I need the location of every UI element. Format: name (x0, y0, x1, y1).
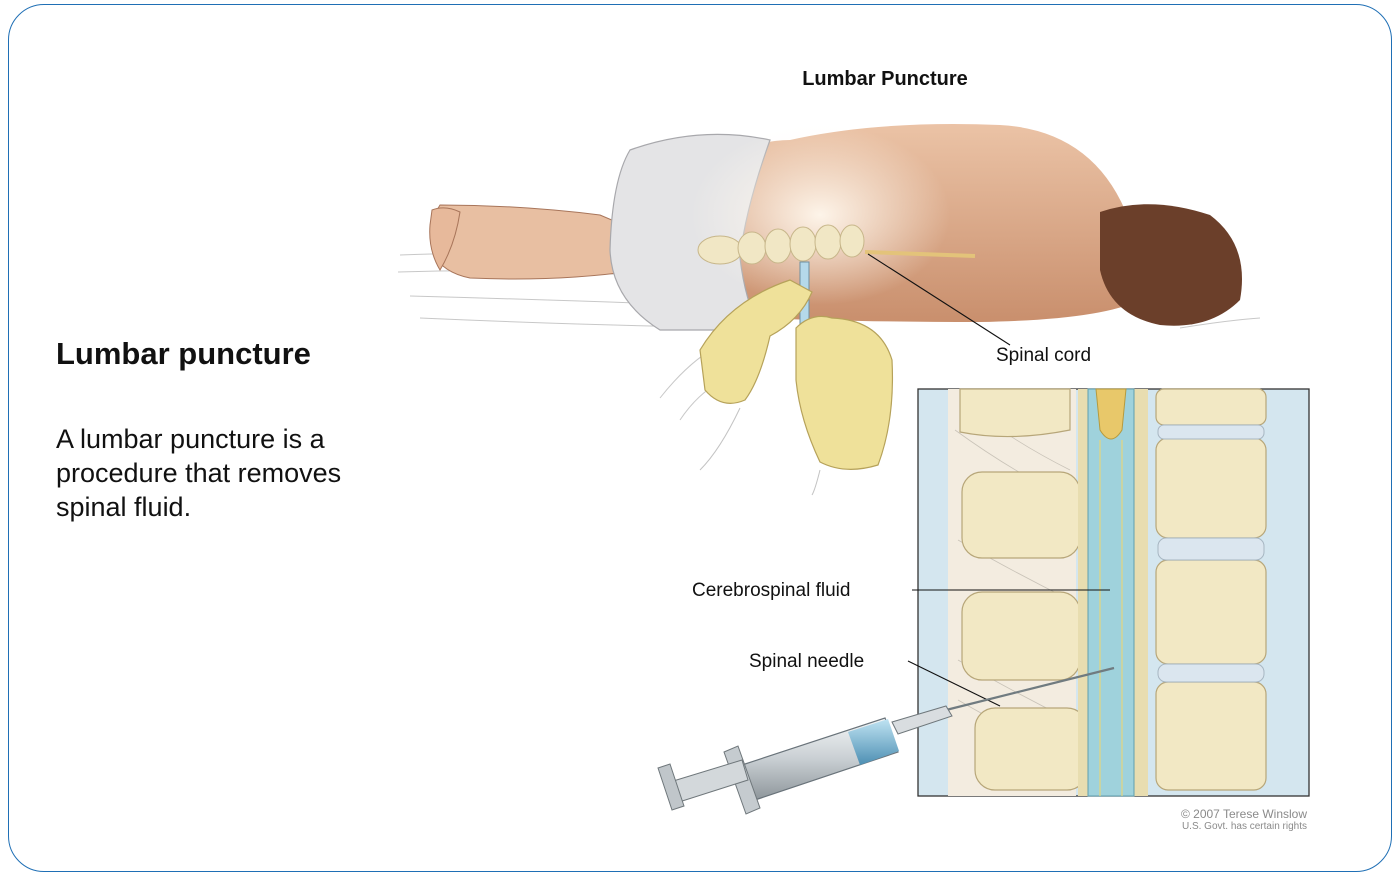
spinal-cord-tip (1096, 389, 1126, 439)
csf-channel (1088, 389, 1134, 796)
copyright-credit: © 2007 Terese Winslow U.S. Govt. has cer… (1100, 808, 1307, 832)
patient-figure (430, 124, 1242, 330)
plunger-rod (670, 760, 748, 803)
patient-hair (1100, 204, 1242, 326)
lumbar-puncture-illustration (0, 0, 1392, 854)
right-glove (796, 316, 892, 469)
label-spinal-needle: Spinal needle (749, 651, 864, 673)
label-cerebrospinal-fluid: Cerebrospinal fluid (692, 580, 850, 602)
credit-line-1: © 2007 Terese Winslow (1100, 808, 1307, 821)
patient-legs (432, 205, 640, 279)
anterior-vertebral-bodies (1156, 389, 1266, 790)
label-spinal-cord: Spinal cord (996, 345, 1091, 367)
credit-line-2: U.S. Govt. has certain rights (1100, 821, 1307, 832)
spine-cross-section-inset (918, 389, 1309, 796)
